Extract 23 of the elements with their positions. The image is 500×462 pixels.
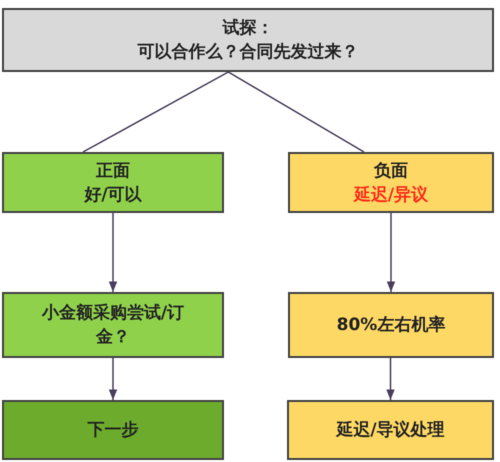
box-text: 80%左右机率 (336, 314, 446, 337)
box-heading: 正面 (96, 160, 130, 182)
box-heading: 试探： (222, 17, 274, 40)
process-box (2, 152, 224, 213)
process-box (2, 400, 224, 460)
box-text: 好/可以 (84, 184, 142, 206)
box-heading: 负面 (374, 160, 408, 182)
box-text: 可以合作么？合同先发过来？ (138, 41, 358, 64)
process-box (2, 292, 224, 358)
connector-line (82, 71, 229, 153)
box-text: 小金额采购尝试/订金？ (40, 302, 186, 349)
process-box (288, 152, 494, 213)
arrow (386, 358, 395, 400)
box-text: 下一步 (88, 419, 138, 442)
box-text: 延迟/异议 (354, 184, 428, 206)
process-box (288, 292, 494, 358)
process-box (2, 8, 494, 72)
arrow (386, 213, 396, 292)
arrow (108, 213, 118, 292)
process-box (287, 400, 494, 460)
box-text: 延迟/导议处理 (336, 419, 445, 442)
arrow (108, 358, 118, 400)
connector-line (228, 71, 364, 153)
